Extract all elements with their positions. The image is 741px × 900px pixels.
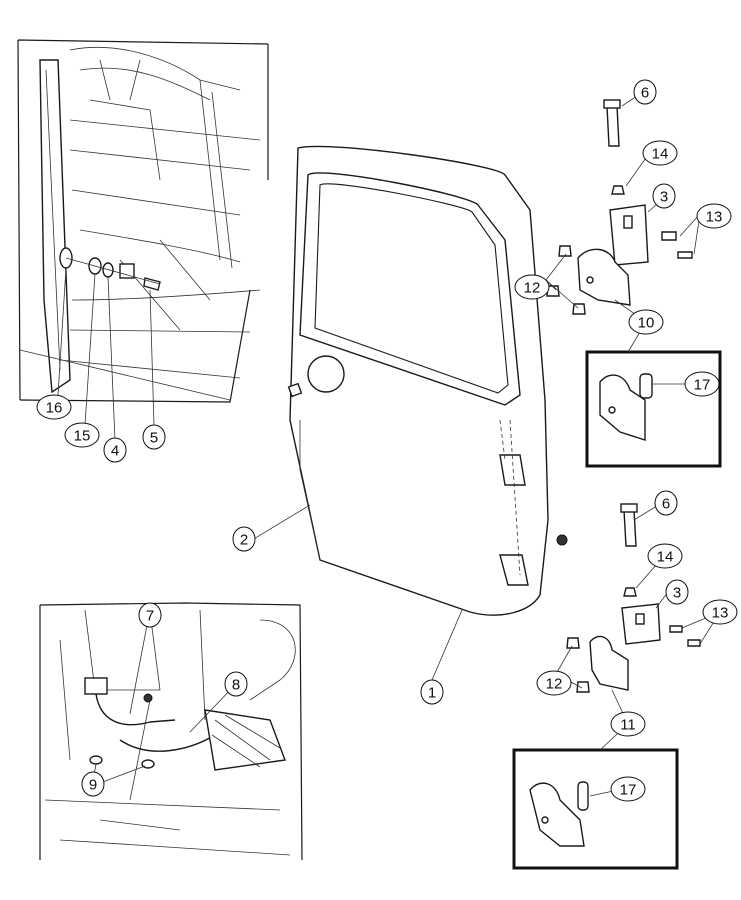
svg-text:14: 14	[652, 146, 669, 163]
svg-text:2: 2	[240, 532, 248, 549]
callout-17-upper: 17	[684, 371, 720, 397]
svg-text:17: 17	[694, 377, 711, 394]
callout-17-lower: 17	[610, 776, 646, 802]
interior-striker-inset	[17, 39, 269, 403]
wiring-inset	[39, 602, 303, 861]
callout-6-upper: 6	[633, 79, 657, 105]
svg-text:4: 4	[111, 443, 119, 460]
svg-text:12: 12	[524, 280, 541, 297]
svg-text:13: 13	[712, 605, 729, 622]
svg-text:3: 3	[673, 585, 681, 602]
door-shell	[287, 145, 568, 616]
svg-text:12: 12	[546, 676, 563, 693]
callout-13-lower: 13	[702, 599, 738, 625]
callout-12-upper: 12	[514, 274, 550, 300]
callout-7: 7	[138, 602, 162, 628]
svg-text:11: 11	[620, 717, 636, 734]
svg-text:6: 6	[662, 496, 670, 513]
callout-4: 4	[103, 437, 127, 463]
callout-14-lower: 14	[647, 543, 683, 569]
svg-text:14: 14	[657, 549, 674, 566]
callout-11: 11	[610, 711, 646, 737]
callout-13-upper: 13	[696, 203, 732, 229]
svg-text:15: 15	[74, 428, 91, 445]
callout-3-upper: 3	[652, 183, 676, 209]
upper-hinge-assembly	[546, 99, 693, 315]
callout-14-upper: 14	[642, 140, 678, 166]
upper-hinge-detail-box	[585, 350, 722, 468]
callout-10: 10	[628, 309, 664, 335]
svg-text:7: 7	[146, 608, 154, 625]
svg-text:1: 1	[428, 685, 436, 702]
callout-6-lower: 6	[654, 490, 678, 516]
svg-text:13: 13	[706, 209, 723, 226]
callout-3-lower: 3	[665, 579, 689, 605]
callout-8: 8	[224, 671, 248, 697]
lower-hinge-detail-box	[512, 748, 679, 870]
svg-text:3: 3	[660, 189, 668, 206]
lower-hinge-assembly	[566, 503, 701, 693]
callout-5: 5	[142, 424, 166, 450]
svg-text:10: 10	[638, 315, 655, 332]
svg-text:9: 9	[89, 777, 97, 794]
svg-text:6: 6	[641, 85, 649, 102]
svg-text:8: 8	[232, 677, 240, 694]
callout-12-lower: 12	[536, 670, 572, 696]
callout-1: 1	[420, 679, 444, 705]
callout-16: 16	[36, 394, 72, 420]
callout-9: 9	[81, 771, 105, 797]
callout-15: 15	[64, 422, 100, 448]
svg-text:17: 17	[620, 782, 637, 799]
svg-text:5: 5	[150, 430, 158, 447]
callout-2: 2	[232, 526, 256, 552]
svg-text:16: 16	[46, 400, 63, 417]
